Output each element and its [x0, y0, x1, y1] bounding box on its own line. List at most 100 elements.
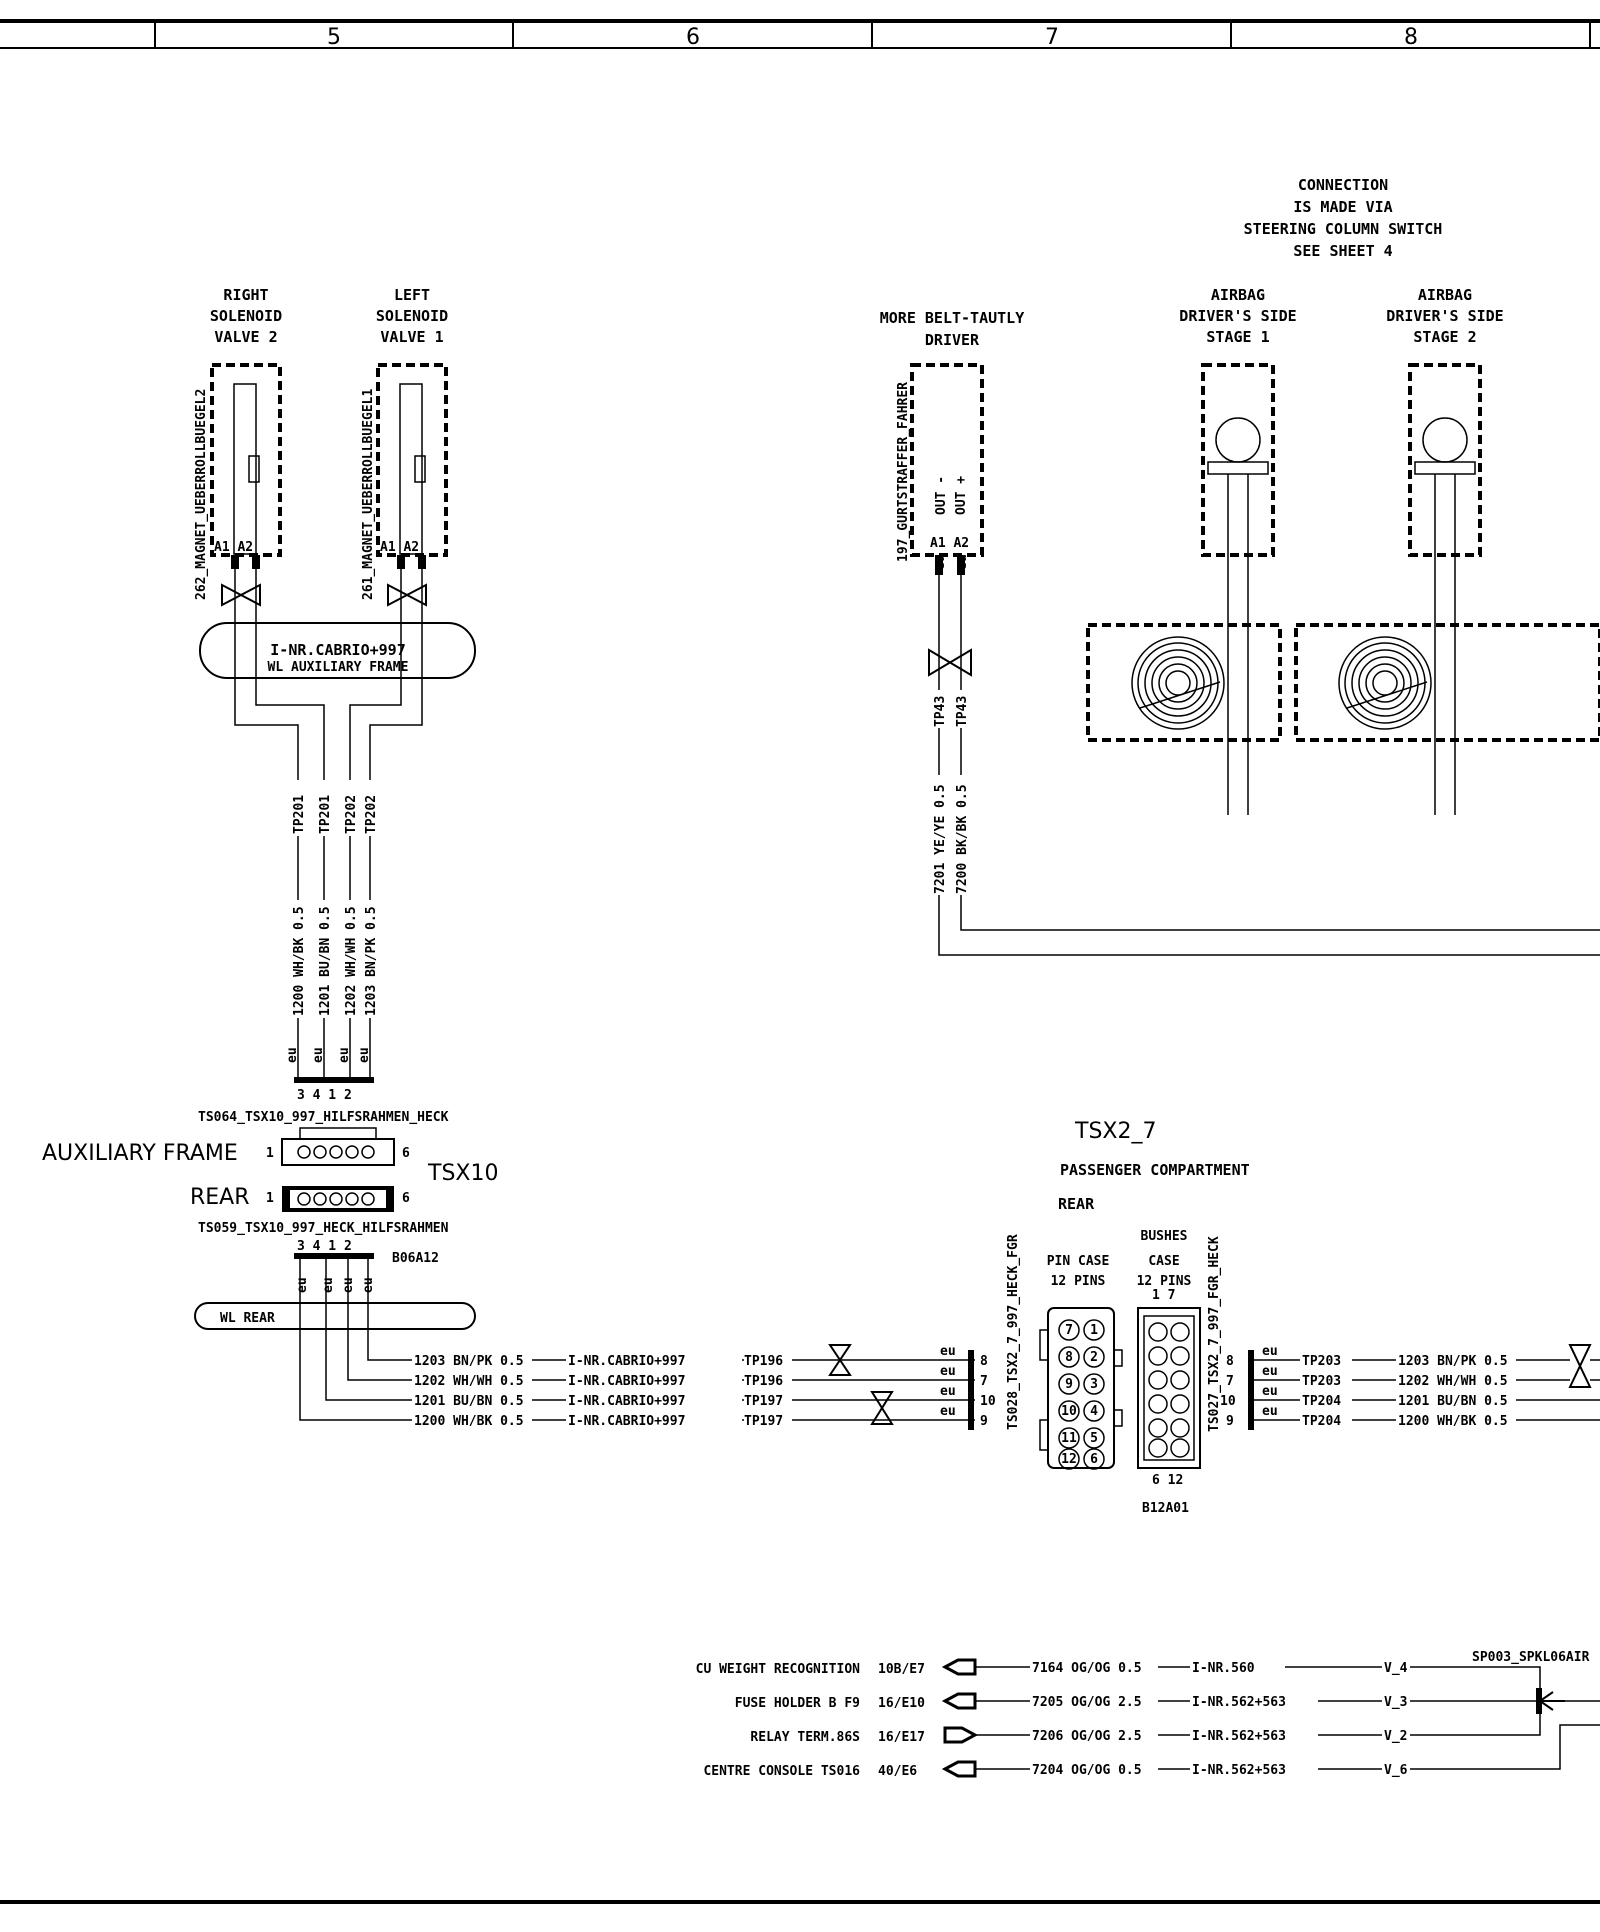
- component-title: VALVE 1: [380, 328, 443, 346]
- row-label: RELAY TERM.86S: [750, 1730, 860, 1745]
- right-solenoid-valve: RIGHT SOLENOID VALVE 2 262_MAGNET_UEBERR…: [194, 286, 282, 607]
- tp-label: TP201: [318, 795, 333, 834]
- splice-label: SP003_SPKL06AIR: [1472, 1650, 1590, 1665]
- case-label: PIN CASE: [1047, 1254, 1110, 1269]
- wire-label: 7205 OG/OG 2.5: [1032, 1695, 1142, 1710]
- aux-frame-harness-box: I-NR.CABRIO+997 WL AUXILIARY FRAME: [199, 622, 476, 679]
- compartment-label: PASSENGER COMPARTMENT: [1060, 1161, 1250, 1179]
- wire-label: 7164 OG/OG 0.5: [1032, 1661, 1142, 1676]
- pin-number: 2: [1090, 1350, 1098, 1365]
- rear-label: REAR: [1058, 1195, 1095, 1213]
- right-wire-routing: [1254, 1344, 1600, 1421]
- tp-label: TP43: [933, 696, 948, 727]
- connector-ref: B06A12: [392, 1251, 439, 1266]
- airbag-stage-2: AIRBAG DRIVER'S SIDE STAGE 2: [1294, 286, 1600, 815]
- row-ref: 16/E10: [878, 1696, 925, 1711]
- component-title: SOLENOID: [210, 307, 282, 325]
- pin-label: 9: [1226, 1414, 1234, 1429]
- wire-label: 7204 OG/OG 0.5: [1032, 1763, 1142, 1778]
- wl-rear-harness-box: WL REAR: [194, 1302, 476, 1330]
- component-title: MORE BELT-TAUTLY: [880, 309, 1025, 327]
- pin-number: 9: [1065, 1377, 1073, 1392]
- connector-arrow-icon: [941, 1692, 977, 1710]
- belt-pretensioner: MORE BELT-TAUTLY DRIVER 197_GURTSTRAFFER…: [880, 309, 1600, 956]
- component-title: DRIVER: [925, 331, 980, 349]
- pin-label: 9: [980, 1414, 988, 1429]
- wire-label: 1202 WH/WH 0.5: [1398, 1374, 1508, 1389]
- note-line: SEE SHEET 4: [1293, 242, 1392, 260]
- pin-labels: A1 A2: [930, 536, 969, 551]
- component-title: VALVE 2: [214, 328, 277, 346]
- row-ref: 10B/E7: [878, 1662, 925, 1677]
- case-label: CASE: [1148, 1254, 1179, 1269]
- eu-marker: eu: [337, 1047, 352, 1063]
- eu-marker: eu: [1262, 1344, 1278, 1359]
- clock-spring-icon: [1338, 636, 1432, 730]
- clock-spring-icon: [1131, 636, 1225, 730]
- tp-label: TP204: [1302, 1414, 1341, 1429]
- tp-label: TP203: [1302, 1374, 1341, 1389]
- connector-ref: B12A01: [1142, 1501, 1189, 1516]
- component-title: STAGE 1: [1206, 328, 1269, 346]
- component-title: DRIVER'S SIDE: [1386, 307, 1503, 325]
- eu-marker: eu: [940, 1344, 956, 1359]
- tp-label: TP202: [364, 795, 379, 834]
- pin-label: 1: [266, 1146, 274, 1161]
- component-title: LEFT: [394, 286, 430, 304]
- harness-label: I-NR.CABRIO+997: [270, 641, 405, 659]
- eu-marker: eu: [933, 554, 948, 570]
- wire-label: 1200 WH/BK 0.5: [1398, 1414, 1508, 1429]
- header-band: 5 6 7 8: [0, 19, 1600, 50]
- wire-label: 1200 WH/BK 0.5: [292, 906, 307, 1016]
- connector-name: TSX2_7: [1074, 1119, 1156, 1144]
- splice-node: SP003_SPKL06AIR: [1410, 1650, 1600, 1770]
- connector-arrow-icon: [941, 1658, 977, 1676]
- pin-number: 8: [1065, 1350, 1073, 1365]
- wire-label: 1200 WH/BK 0.5: [414, 1414, 524, 1429]
- wire-label: 1203 BN/PK 0.5: [364, 906, 379, 1016]
- pin-numbers: 6 12: [1152, 1473, 1183, 1488]
- pin-number: 6: [1090, 1452, 1098, 1467]
- connection-note: CONNECTION IS MADE VIA STEERING COLUMN S…: [1244, 176, 1443, 260]
- eu-marker: eu: [311, 1047, 326, 1063]
- eu-markers-bottom: eu eu eu eu: [295, 1277, 376, 1293]
- pin-label: 6: [402, 1191, 410, 1206]
- pin-numbers: 3 4 1 2: [297, 1088, 352, 1103]
- connector-code: TS059_TSX10_997_HECK_HILFSRAHMEN: [198, 1221, 449, 1236]
- pin-label: 6: [402, 1146, 410, 1161]
- inr-label: I-NR.CABRIO+997: [568, 1414, 685, 1429]
- wire-label: 1202 WH/WH 0.5: [414, 1374, 524, 1389]
- pin-number: 12: [1061, 1452, 1077, 1467]
- tp-label: TP201: [292, 795, 307, 834]
- pin-label: 10: [1220, 1394, 1236, 1409]
- pin-function: OUT -: [934, 476, 949, 515]
- pin-label: 8: [980, 1354, 988, 1369]
- eu-markers-top: eu eu eu eu: [285, 1047, 372, 1063]
- connection-row: RELAY TERM.86S 16/E17 7206 OG/OG 2.5 I-N…: [750, 1726, 1407, 1745]
- connector-arrow-icon: [941, 1760, 977, 1778]
- component-title: STAGE 2: [1413, 328, 1476, 346]
- tp-label: TP197: [744, 1394, 783, 1409]
- inr-label: I-NR.CABRIO+997: [568, 1354, 685, 1369]
- aux-frame-label: AUXILIARY FRAME: [42, 1141, 238, 1166]
- inr-label: I-NR.CABRIO+997: [568, 1374, 685, 1389]
- inr-label: I-NR.CABRIO+997: [568, 1394, 685, 1409]
- airbag-stage-1: AIRBAG DRIVER'S SIDE STAGE 1: [1086, 286, 1297, 815]
- pin-label: 7: [1226, 1374, 1234, 1389]
- component-code: 261_MAGNET_UEBERROLLBUEGEL1: [361, 389, 376, 600]
- connection-row: CENTRE CONSOLE TS016 40/E6 7204 OG/OG 0.…: [703, 1760, 1408, 1779]
- component-code: 262_MAGNET_UEBERROLLBUEGEL2: [194, 389, 209, 600]
- component-title: AIRBAG: [1418, 286, 1472, 304]
- tp-label: TP43: [955, 696, 970, 727]
- eu-marker: eu: [955, 554, 970, 570]
- pin-label: 8: [1226, 1354, 1234, 1369]
- pin-number: 5: [1090, 1431, 1098, 1446]
- case-label: 12 PINS: [1137, 1274, 1192, 1289]
- pin-numbers: 3 4 1 2: [297, 1239, 352, 1254]
- component-title: SOLENOID: [376, 307, 448, 325]
- pin-case-pins: 1 2 3 4 5 6 7 8 9 10 11 12: [1058, 1319, 1105, 1470]
- note-line: IS MADE VIA: [1293, 198, 1392, 216]
- eu-marker: eu: [1262, 1364, 1278, 1379]
- note-line: CONNECTION: [1298, 176, 1388, 194]
